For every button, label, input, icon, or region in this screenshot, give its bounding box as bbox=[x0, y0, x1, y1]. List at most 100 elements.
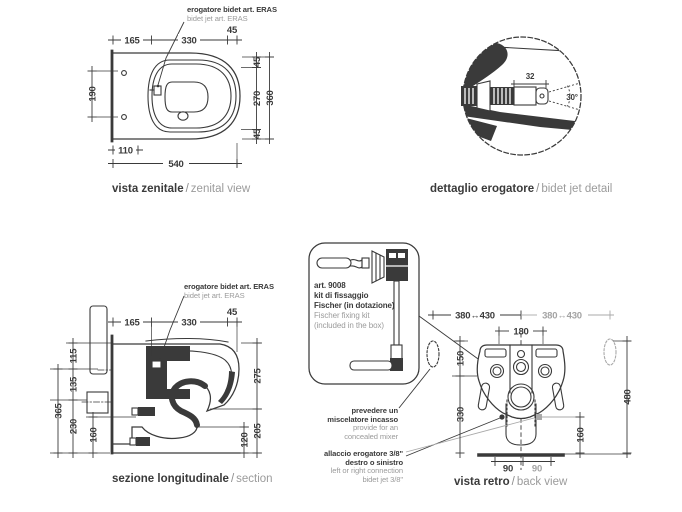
nozzle-collar bbox=[476, 80, 491, 112]
back-view-dimensions: 380↔430 380↔430 180 150 330 160 480 bbox=[428, 310, 634, 475]
drilling-template-left bbox=[426, 340, 440, 368]
dim-upper: 150 bbox=[456, 351, 467, 366]
fixing-hole bbox=[121, 114, 127, 120]
label-italian: dettaglio erogatore bbox=[430, 183, 535, 195]
dim-total-height: 480 bbox=[623, 389, 634, 404]
fixing-kit-drawing bbox=[308, 242, 497, 385]
fixing-bracket bbox=[136, 437, 150, 446]
fixing-kit-note: art. 9008 kit di fissaggio Fischer (in d… bbox=[314, 281, 414, 331]
annotation-italian: erogatore bidet art. ERAS bbox=[184, 282, 274, 291]
dim-span-right: 380↔430 bbox=[542, 311, 582, 322]
zenital-view-drawing bbox=[110, 21, 241, 143]
trap-section bbox=[168, 378, 208, 428]
kit-hose-end bbox=[361, 257, 370, 269]
seat-outer-rim bbox=[147, 59, 237, 133]
mixer-note-it1: prevedere un bbox=[351, 406, 399, 415]
jet-connection-annotation: allaccio erogatore 3/8" destro o sinistr… bbox=[293, 449, 403, 484]
back-view-label: vista retro/back view bbox=[454, 476, 567, 488]
zenital-view-dimensions: 165 330 45 190 110 540 45 270 45 bbox=[87, 25, 276, 170]
mixer-leader bbox=[398, 368, 431, 409]
ceramic-section bbox=[463, 41, 508, 88]
dim-jet-angle: 30° bbox=[566, 93, 578, 102]
fixing-hole bbox=[489, 363, 505, 379]
dim-bottom-right: 90 bbox=[532, 464, 542, 475]
label-english: zenital view bbox=[190, 183, 251, 195]
side-recess bbox=[477, 382, 491, 411]
dim-fixing-height: 160 bbox=[89, 427, 100, 442]
annotation-english: bidet jet art. ERAS bbox=[187, 13, 248, 23]
dim-right-bottom: 45 bbox=[252, 128, 263, 139]
dim-bottom-total: 540 bbox=[168, 159, 183, 170]
seat-profile bbox=[145, 337, 229, 343]
dim-top-left: 165 bbox=[124, 36, 140, 47]
section-jet-annotation: erogatore bidet art. ERAS bidet jet art.… bbox=[184, 282, 274, 300]
kit-hose bbox=[316, 257, 352, 269]
dim-top-left: 165 bbox=[124, 318, 140, 329]
dim-bottom-offset: 110 bbox=[118, 146, 133, 157]
dim-lower: 330 bbox=[456, 407, 467, 422]
dim-top-mid: 330 bbox=[181, 36, 196, 47]
dim-connection-height: 160 bbox=[576, 427, 587, 442]
front-rim-section bbox=[218, 371, 235, 404]
inlet-hole bbox=[516, 349, 526, 359]
drilling-template-right bbox=[603, 338, 617, 366]
drain-pipe bbox=[86, 391, 109, 414]
label-italian: vista retro bbox=[454, 476, 510, 488]
drain-hole bbox=[177, 111, 189, 121]
top-slot bbox=[535, 348, 558, 358]
mixer-note-it2: miscelatore incasso bbox=[327, 414, 398, 424]
fixing-hole bbox=[121, 70, 127, 76]
label-english: section bbox=[236, 473, 273, 485]
kit-bar bbox=[349, 360, 393, 371]
dim-left-total: 365 bbox=[54, 402, 65, 418]
dim-front-height: 120 bbox=[240, 432, 251, 447]
kit-name-italian: kit di fissaggio bbox=[314, 291, 369, 300]
top-slot bbox=[484, 348, 507, 358]
annotation-italian: erogatore bidet art. ERAS bbox=[187, 5, 277, 14]
dim-top-right: 45 bbox=[227, 307, 238, 318]
kit-supply-italian: Fischer (in dotazione) bbox=[314, 301, 395, 310]
label-separator: / bbox=[536, 183, 540, 195]
side-recess bbox=[551, 382, 565, 411]
fixing-hole bbox=[537, 363, 553, 379]
water-inlet bbox=[512, 358, 530, 376]
dim-right-top: 45 bbox=[252, 56, 263, 67]
drain-opening bbox=[507, 383, 535, 411]
section-view-drawing bbox=[81, 295, 241, 455]
jet-note-it2: destro o sinistro bbox=[345, 457, 403, 467]
kit-supply-english: (included in the box) bbox=[314, 321, 384, 330]
annotation-leader bbox=[159, 295, 185, 360]
jet-connection-left bbox=[499, 414, 505, 420]
dim-bottom-left: 90 bbox=[503, 464, 513, 475]
dim-span-left: 380↔430 bbox=[455, 311, 495, 322]
bidet-jet-section bbox=[151, 360, 162, 369]
label-separator: / bbox=[511, 476, 515, 488]
nozzle-tip bbox=[535, 87, 549, 105]
dim-top-mid: 330 bbox=[181, 318, 196, 329]
detail-view-label: dettaglio erogatore/bidet jet detail bbox=[430, 183, 612, 195]
dim-left-3: 230 bbox=[69, 419, 80, 434]
section-back-column bbox=[146, 346, 190, 399]
dim-right-top: 275 bbox=[253, 367, 264, 383]
label-english: bidet jet detail bbox=[541, 183, 613, 195]
dim-width: 180 bbox=[513, 327, 528, 338]
jet-leader-left bbox=[405, 417, 501, 457]
mixer-annotation: prevedere un miscelatore incasso provide… bbox=[288, 406, 399, 441]
kit-name-english: Fischer fixing kit bbox=[314, 311, 370, 320]
fixing-bracket bbox=[138, 407, 155, 416]
bowl-outline bbox=[111, 52, 241, 140]
seat-inner-rim bbox=[151, 63, 232, 129]
dim-left: 190 bbox=[88, 86, 99, 101]
jet-note-en2: bidet jet 3/8" bbox=[362, 474, 403, 484]
kit-elbow bbox=[390, 358, 403, 371]
jet-note-it1: allaccio erogatore 3/8" bbox=[324, 449, 403, 458]
jet-detail-drawing: 32 30° bbox=[461, 36, 582, 156]
kit-art-number: art. 9008 bbox=[314, 281, 346, 290]
ceramic-section bbox=[466, 118, 497, 141]
section-view-label: sezione longitudinale/section bbox=[112, 473, 273, 485]
jet-connection-right bbox=[536, 414, 542, 420]
label-separator: / bbox=[230, 473, 235, 485]
label-italian: vista zenitale bbox=[112, 183, 184, 195]
